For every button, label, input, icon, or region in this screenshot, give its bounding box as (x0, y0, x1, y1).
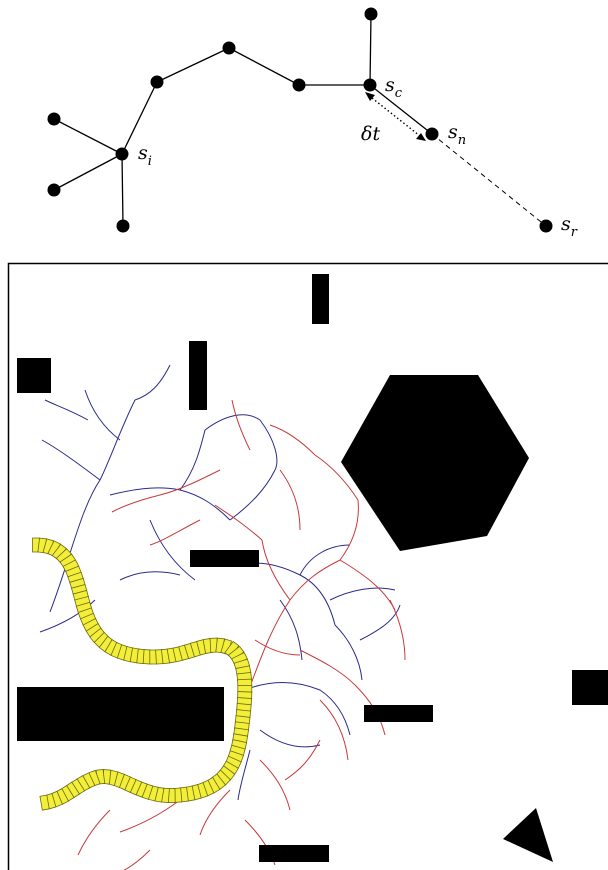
tree-node (364, 7, 378, 21)
tree-edge (228, 47, 300, 86)
tree-node (292, 78, 306, 92)
obstacle (572, 670, 608, 705)
tree-edge (53, 153, 123, 191)
node-s-i (115, 147, 129, 161)
tree-node (47, 112, 61, 126)
environment-frame (7, 262, 608, 870)
tree-edge (369, 84, 433, 135)
obstacle (17, 687, 224, 741)
label-s-c: sc (385, 74, 403, 101)
path-footprint (39, 794, 50, 811)
tree-edge (121, 81, 158, 155)
tree-edge (369, 13, 372, 86)
tree-node (222, 41, 236, 55)
node-s-c (363, 78, 377, 92)
tree-node (116, 219, 130, 233)
tree-edge (156, 47, 230, 83)
solution-path (32, 537, 253, 811)
tree-edge (121, 153, 124, 227)
label-s-i: si (138, 142, 152, 169)
environment-panel (7, 262, 608, 870)
obstacle (189, 341, 207, 410)
obstacle-hexagon (341, 375, 529, 551)
obstacles (17, 274, 608, 862)
delta-t-arrow (365, 92, 426, 141)
obstacle (364, 705, 433, 722)
obstacle (190, 550, 259, 567)
node-s-n (425, 127, 439, 141)
label-s-n: sn (448, 121, 466, 148)
tree-node (47, 183, 61, 197)
obstacle-triangle (503, 808, 553, 862)
extension-dashed-edge (431, 133, 547, 227)
node-s-r (539, 219, 553, 233)
obstacle (17, 358, 51, 393)
label-delta-t: δt (361, 123, 380, 145)
tree-node (150, 75, 164, 89)
obstacle (259, 845, 329, 862)
tree-edges (53, 13, 433, 227)
label-s-r: sr (561, 213, 578, 240)
obstacle (312, 274, 329, 324)
tree-nodes (47, 7, 553, 233)
tree-edge (53, 118, 123, 155)
tree-diagram: si sc sn sr δt (47, 7, 578, 240)
tree-b-branches (77, 399, 406, 870)
exploration-trees (39, 364, 406, 870)
